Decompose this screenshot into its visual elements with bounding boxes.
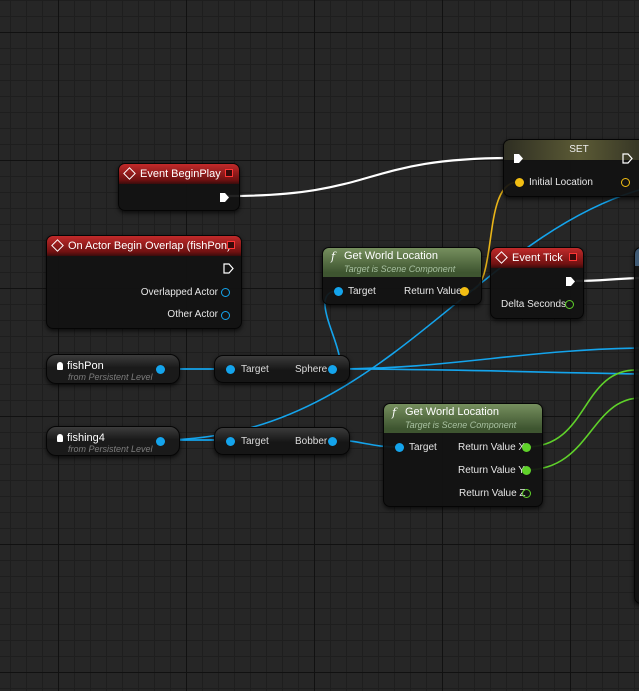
node-title: Event BeginPlay <box>140 168 221 180</box>
variable-out-pin[interactable] <box>156 365 165 374</box>
pin-label-target: Target <box>348 286 376 297</box>
pin-label-return-value: Return Value <box>404 286 462 297</box>
variable-label: fishing4 <box>67 432 105 444</box>
get-world-location-node[interactable]: f Get World Location Target is Scene Com… <box>322 247 482 305</box>
exec-out-pin[interactable] <box>223 263 234 274</box>
exec-in-pin[interactable] <box>513 153 524 164</box>
pin-label-other-actor: Other Actor <box>167 309 218 320</box>
node-header[interactable]: Event BeginPlay <box>119 164 239 184</box>
overlapped-actor-pin[interactable] <box>221 288 230 297</box>
return-y-pin[interactable] <box>522 466 531 475</box>
node-title: Get World Location <box>344 250 438 262</box>
return-x-pin[interactable] <box>522 443 531 452</box>
actor-icon <box>57 434 63 442</box>
pin-label-sphere: Sphere <box>295 364 328 375</box>
node-header[interactable]: On Actor Begin Overlap (fishPon) <box>47 236 241 256</box>
delta-seconds-pin[interactable] <box>565 300 574 309</box>
pin-label-return-x: Return Value X <box>458 442 526 453</box>
pin-label-initial-location: Initial Location <box>529 177 593 188</box>
node-subtitle: Target is Scene Component <box>344 264 456 274</box>
target-pin[interactable] <box>395 443 404 452</box>
exec-out-pin[interactable] <box>565 276 576 287</box>
target-pin[interactable] <box>226 365 235 374</box>
function-icon: f <box>331 250 336 263</box>
node-header[interactable]: f Get World Location Target is Scene Com… <box>384 404 542 433</box>
actor-icon <box>57 362 63 370</box>
getter-sphere-node[interactable]: Target Sphere <box>214 355 350 383</box>
other-actor-pin[interactable] <box>221 311 230 320</box>
float-wire-y <box>525 397 639 471</box>
node-title: Get World Location <box>405 406 499 418</box>
set-node[interactable]: SET Initial Location <box>503 139 639 197</box>
return-value-pin[interactable] <box>460 287 469 296</box>
get-world-location-node-2[interactable]: f Get World Location Target is Scene Com… <box>383 403 543 507</box>
getter-bobber-node[interactable]: Target Bobber <box>214 427 350 455</box>
initial-location-in-pin[interactable] <box>515 178 524 187</box>
float-wire-x <box>525 369 639 448</box>
variable-name: fishing4 <box>57 432 105 444</box>
event-icon <box>123 167 136 180</box>
offscreen-node[interactable] <box>634 247 639 604</box>
pin-label-overlapped-actor: Overlapped Actor <box>140 287 218 298</box>
variable-name: fishPon <box>57 360 104 372</box>
node-header[interactable]: Event Tick <box>491 248 583 268</box>
node-title: Event Tick <box>512 252 563 264</box>
node-title: On Actor Begin Overlap (fishPon) <box>68 240 231 252</box>
node-header[interactable] <box>635 248 639 266</box>
function-icon: f <box>392 406 397 419</box>
delegate-icon[interactable] <box>225 169 233 177</box>
event-begin-play-node[interactable]: Event BeginPlay <box>118 163 240 211</box>
object-wire-sphere-right-2 <box>331 368 639 375</box>
event-icon <box>495 251 508 264</box>
delegate-icon[interactable] <box>227 241 235 249</box>
return-z-pin[interactable] <box>522 489 531 498</box>
bobber-out-pin[interactable] <box>328 437 337 446</box>
pin-label-delta-seconds: Delta Seconds <box>501 299 567 310</box>
exec-out-pin[interactable] <box>622 153 633 164</box>
node-subtitle: Target is Scene Component <box>405 420 517 430</box>
pin-label-target: Target <box>409 442 437 453</box>
event-tick-node[interactable]: Event Tick Delta Seconds <box>490 247 584 319</box>
variable-level: from Persistent Level <box>68 372 153 382</box>
exec-out-pin[interactable] <box>219 192 230 203</box>
event-icon <box>51 239 64 252</box>
pin-label-bobber: Bobber <box>295 436 328 447</box>
exec-wire-tick-out <box>575 276 639 283</box>
sphere-out-pin[interactable] <box>328 365 337 374</box>
on-actor-begin-overlap-node[interactable]: On Actor Begin Overlap (fishPon) Overlap… <box>46 235 242 329</box>
pin-label-return-y: Return Value Y <box>458 465 525 476</box>
variable-fishing4[interactable]: fishing4 from Persistent Level <box>46 426 180 456</box>
delegate-icon[interactable] <box>569 253 577 261</box>
variable-out-pin[interactable] <box>156 437 165 446</box>
node-title: SET <box>569 144 589 155</box>
initial-location-out-pin[interactable] <box>621 178 630 187</box>
variable-level: from Persistent Level <box>68 444 153 454</box>
target-pin[interactable] <box>226 437 235 446</box>
variable-label: fishPon <box>67 360 104 372</box>
pin-label-return-z: Return Value Z <box>459 488 526 499</box>
pin-label-target: Target <box>241 436 269 447</box>
object-wire-sphere-right <box>331 347 639 370</box>
node-header[interactable]: f Get World Location Target is Scene Com… <box>323 248 481 277</box>
variable-fishpon[interactable]: fishPon from Persistent Level <box>46 354 180 384</box>
pin-label-target: Target <box>241 364 269 375</box>
target-pin[interactable] <box>334 287 343 296</box>
node-header[interactable]: SET <box>504 140 639 160</box>
exec-wire-beginplay-set <box>227 156 513 198</box>
